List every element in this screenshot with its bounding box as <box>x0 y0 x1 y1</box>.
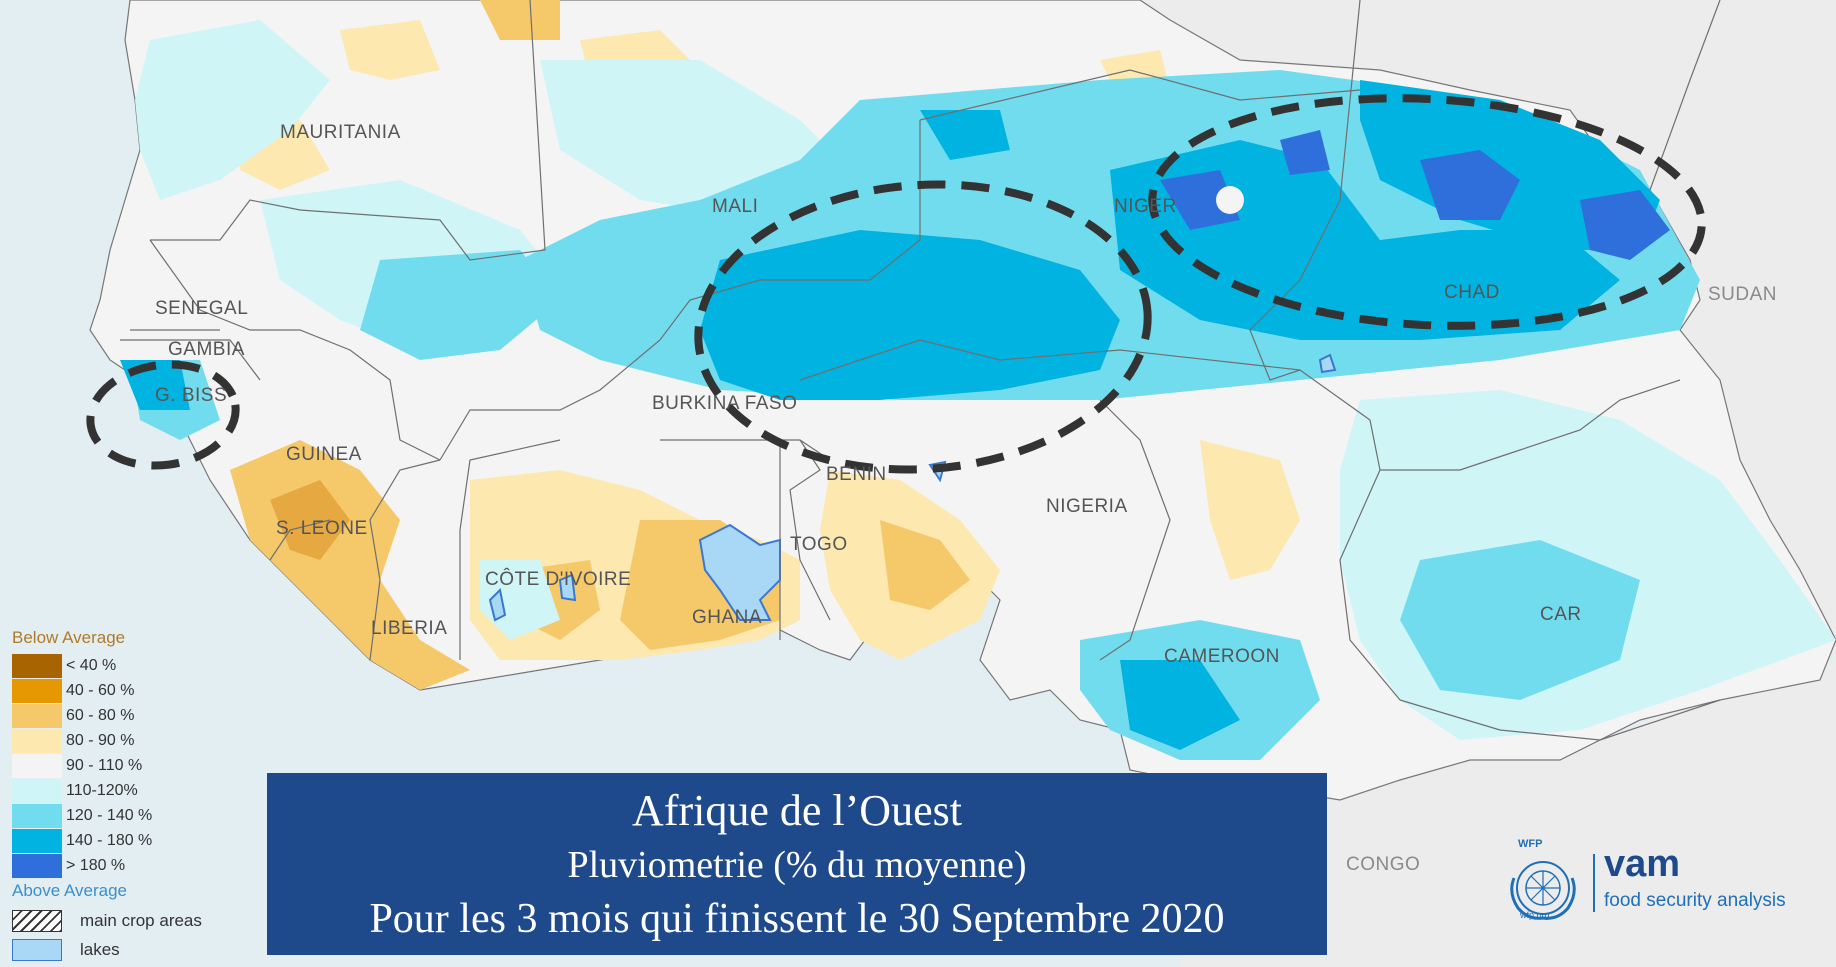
label-ghana: GHANA <box>692 607 762 628</box>
label-cameroon: CAMEROON <box>1164 646 1280 667</box>
legend-swatch <box>12 753 62 778</box>
label-benin: BENIN <box>826 464 887 485</box>
label-guinea-bissau: G. BISS <box>155 385 227 406</box>
wfp-emblem-icon <box>1510 861 1576 920</box>
legend-swatch <box>12 803 62 828</box>
label-burkina-faso: BURKINA FASO <box>652 393 797 414</box>
wfp-wordmark: WFP <box>1518 838 1543 850</box>
legend-item-label: 90 - 110 % <box>66 756 143 774</box>
label-sudan: SUDAN <box>1708 284 1777 305</box>
wfp-vam-logo: WFP wfp.org vam food security analysis <box>1500 838 1830 928</box>
label-senegal: SENEGAL <box>155 298 248 319</box>
legend-item: 110-120% <box>12 778 262 803</box>
legend-item-label: 110-120% <box>66 781 138 799</box>
title-line-1: Afrique de l’Ouest <box>632 786 962 835</box>
hatch-swatch <box>12 909 62 932</box>
legend-swatch <box>12 853 62 878</box>
legend-item: 40 - 60 % <box>12 678 262 703</box>
map-title-box: Afrique de l’Ouest Pluviometrie (% du mo… <box>267 773 1327 955</box>
legend-below-heading: Below Average <box>12 628 126 647</box>
label-cote-divoire: CÔTE D'IVOIRE <box>485 568 631 590</box>
legend-swatch <box>12 778 62 803</box>
legend-item: > 180 % <box>12 853 262 878</box>
title-line-2: Pluviometrie (% du moyenne) <box>567 844 1027 886</box>
legend-item-label: 120 - 140 % <box>66 806 153 824</box>
legend-item-label: > 180 % <box>66 856 126 874</box>
highlight-guinea-bissau <box>86 360 240 470</box>
legend-item-label: 40 - 60 % <box>66 681 135 699</box>
label-niger: NIGER <box>1114 196 1177 217</box>
label-togo: TOGO <box>790 534 848 555</box>
logo-divider <box>1593 854 1595 912</box>
legend-item-label: 140 - 180 % <box>66 831 153 849</box>
vam-wordmark: vam <box>1604 843 1681 885</box>
label-guinea: GUINEA <box>286 444 362 465</box>
legend-item: 120 - 140 % <box>12 803 262 828</box>
country-borders <box>120 0 1721 741</box>
label-chad: CHAD <box>1444 282 1500 303</box>
legend-item: 140 - 180 % <box>12 828 262 853</box>
label-car: CAR <box>1540 604 1582 625</box>
label-mauritania: MAURITANIA <box>280 122 401 143</box>
legend-above-heading: Above Average <box>12 881 127 900</box>
legend-item: 80 - 90 % <box>12 728 262 753</box>
label-congo: CONGO <box>1346 854 1420 875</box>
map-legend: Below Average < 40 % 40 - 60 % 60 - 80 %… <box>12 628 262 964</box>
legend-item-label: 60 - 80 % <box>66 706 135 724</box>
legend-crop-areas: main crop areas <box>12 906 262 935</box>
label-mali: MALI <box>712 196 758 217</box>
wfp-url: wfp.org <box>1520 910 1550 920</box>
legend-swatch <box>12 678 62 703</box>
label-sierra-leone: S. LEONE <box>276 518 368 539</box>
legend-swatch <box>12 728 62 753</box>
label-nigeria: NIGERIA <box>1046 496 1128 517</box>
legend-item: 60 - 80 % <box>12 703 262 728</box>
legend-item: 90 - 110 % <box>12 753 262 778</box>
highlight-ellipses <box>86 94 1706 474</box>
legend-crop-label: main crop areas <box>80 910 202 930</box>
highlight-niger-chad <box>1148 94 1706 330</box>
highlight-mali-burkina <box>694 180 1152 474</box>
legend-lakes-label: lakes <box>80 939 120 959</box>
vam-subtitle: food security analysis <box>1604 890 1786 911</box>
extreme-above-average-areas <box>1160 130 1670 260</box>
legend-swatch <box>12 703 62 728</box>
lakes-swatch <box>12 938 62 961</box>
legend-swatch <box>12 653 62 678</box>
country-labels: MAURITANIA MALI NIGER CHAD SUDAN SENEGAL… <box>155 122 1777 875</box>
legend-item-label: < 40 % <box>66 656 117 674</box>
legend-lakes: lakes <box>12 935 262 964</box>
title-line-3: Pour les 3 mois qui finissent le 30 Sept… <box>369 896 1225 942</box>
label-liberia: LIBERIA <box>371 618 447 639</box>
legend-item-label: 80 - 90 % <box>66 731 135 749</box>
legend-swatch <box>12 828 62 853</box>
label-gambia: GAMBIA <box>168 339 245 360</box>
legend-item: < 40 % <box>12 653 262 678</box>
